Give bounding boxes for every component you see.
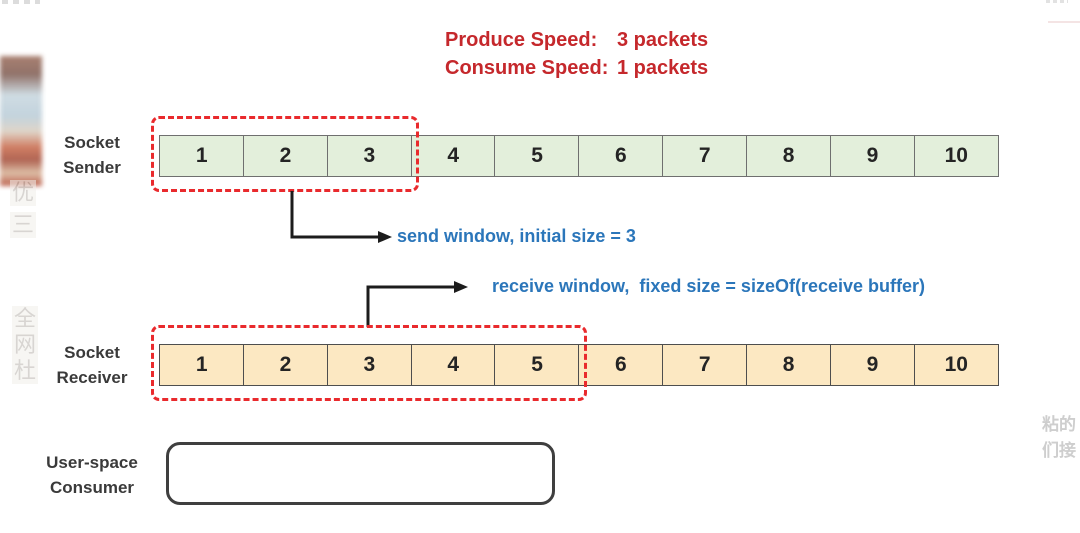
buffer-cell: 6: [578, 344, 664, 386]
watermark-line: 们接: [1042, 441, 1076, 460]
socket-receiver-label-line2: Receiver: [56, 368, 128, 387]
buffer-cell: 9: [829, 135, 916, 177]
left-watermark-lower: 全 网 杜: [12, 306, 39, 384]
watermark-char: 全: [12, 306, 39, 332]
buffer-cell: 2: [242, 135, 329, 177]
speed-title: Produce Speed: 3 packets Consume Speed: …: [445, 26, 708, 82]
buffer-cell: 7: [662, 344, 748, 386]
watermark-char: 网: [12, 332, 39, 358]
consume-speed-row: Consume Speed: 1 packets: [445, 54, 708, 82]
consumer-label-line1: User-space: [46, 453, 138, 472]
socket-sender-label-line1: Socket: [64, 133, 120, 152]
send-window-label: send window, initial size = 3: [397, 226, 636, 246]
left-edge-photo-fragment: [0, 56, 42, 186]
buffer-cell: 3: [326, 344, 413, 386]
consumer-buffer-box: [166, 442, 555, 505]
watermark-char: 优: [10, 180, 37, 206]
buffer-cell: 5: [494, 344, 580, 386]
buffer-cell: 2: [242, 344, 329, 386]
send-window-box: [151, 116, 419, 192]
watermark-char: 杜: [12, 358, 39, 384]
buffer-cell: 4: [410, 135, 496, 177]
top-right-pink-line: [1048, 21, 1080, 23]
receive-window-box: [151, 325, 587, 401]
buffer-cell: 7: [662, 135, 748, 177]
right-watermark-text: 粘的 们接: [1042, 412, 1076, 464]
buffer-cell: 8: [745, 135, 832, 177]
buffer-cell: 9: [829, 344, 916, 386]
socket-sender-label-line2: Sender: [63, 158, 121, 177]
buffer-cell: 10: [913, 135, 999, 177]
socket-receiver-label: Socket Receiver: [37, 340, 147, 390]
buffer-cell: 3: [326, 135, 413, 177]
produce-speed-value: 3 packets: [617, 29, 709, 51]
produce-speed-row: Produce Speed: 3 packets: [445, 26, 708, 54]
socket-sender-label: Socket Sender: [37, 130, 147, 180]
user-space-consumer-label: User-space Consumer: [26, 450, 158, 500]
buffer-cell: 6: [578, 135, 664, 177]
buffer-cell: 1: [159, 344, 245, 386]
watermark-char: 三: [10, 212, 37, 238]
consumer-label-line2: Consumer: [49, 478, 135, 497]
buffer-cell: 8: [745, 344, 832, 386]
consume-speed-label: Consume Speed:: [445, 57, 609, 79]
buffer-cell: 10: [913, 344, 999, 386]
buffer-cell: 5: [494, 135, 580, 177]
top-right-artifact-marks: [1046, 0, 1068, 3]
socket-receiver-label-line1: Socket: [64, 343, 120, 362]
watermark-line: 粘的: [1042, 415, 1076, 434]
receive-window-label: receive window, fixed size = sizeOf(rece…: [492, 276, 925, 296]
buffer-cell: 1: [159, 135, 245, 177]
receive-window-arrow: [366, 281, 468, 327]
consume-speed-value: 1 packets: [617, 57, 709, 79]
send-window-arrow: [290, 191, 392, 243]
produce-speed-label: Produce Speed:: [445, 29, 598, 51]
left-watermark-upper: 优 三: [10, 180, 37, 238]
buffer-cell: 4: [410, 344, 496, 386]
top-left-artifact-marks: [2, 0, 40, 4]
